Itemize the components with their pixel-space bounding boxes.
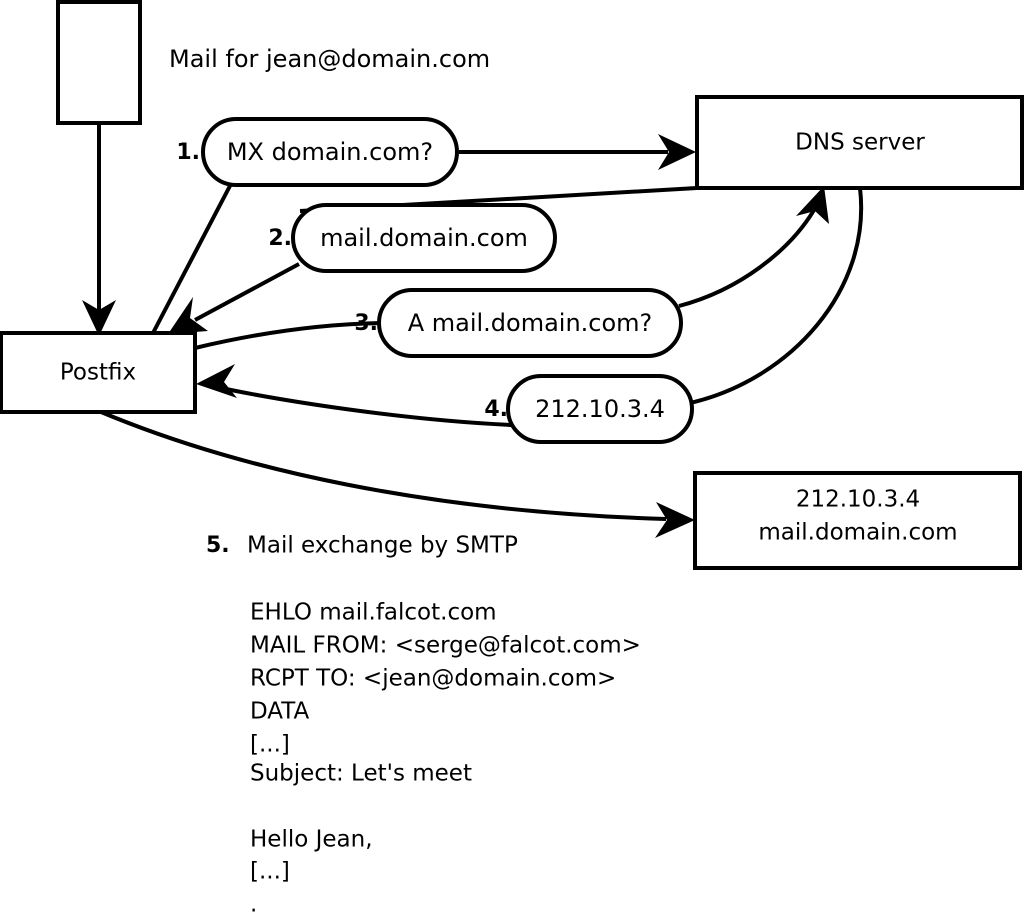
edge-step1-from-postfix [151, 181, 234, 334]
smtp-line: RCPT TO: <jean@domain.com> [250, 666, 616, 692]
step-number-1: 1. [176, 140, 200, 165]
smtp-line: EHLO mail.falcot.com [250, 600, 497, 626]
step-5-label: Mail exchange by SMTP [247, 533, 518, 559]
smtp-line: [...] [250, 732, 290, 758]
edge-client-to-postfix [82, 123, 116, 336]
mail-for-header: Mail for jean@domain.com [169, 45, 490, 73]
smtp-line: MAIL FROM: <serge@falcot.com> [250, 633, 641, 659]
step-number-2: 2. [268, 226, 292, 251]
node-mail-server-ip: 212.10.3.4 [796, 487, 920, 513]
node-postfix[interactable]: Postfix [0, 331, 197, 414]
step-bubble-3-label: A mail.domain.com? [408, 309, 653, 337]
edge-postfix-to-step3 [194, 321, 382, 350]
step-number-4: 4. [484, 397, 508, 422]
step-bubble-1-label: MX domain.com? [227, 138, 433, 166]
step-number-3: 3. [354, 311, 378, 336]
edge-step1-to-dns [459, 134, 696, 170]
step-bubble-4[interactable]: 212.10.3.4 [506, 374, 694, 444]
step-bubble-1[interactable]: MX domain.com? [201, 117, 459, 187]
edge-step2-to-postfix [168, 262, 300, 334]
node-dns-server[interactable]: DNS server [695, 95, 1024, 190]
step-bubble-2-label: mail.domain.com [320, 224, 528, 252]
smtp-line: Subject: Let's meet [250, 761, 472, 787]
edge-dns-to-step4 [689, 187, 864, 405]
smtp-line: DATA [250, 699, 310, 725]
node-client-box[interactable] [56, 0, 142, 125]
step-bubble-3[interactable]: A mail.domain.com? [377, 288, 683, 358]
edge-postfix-to-mailserver [100, 410, 695, 538]
smtp-line: . [250, 892, 257, 918]
node-mail-server-hostname: mail.domain.com [758, 520, 957, 546]
node-postfix-label: Postfix [60, 360, 136, 386]
node-dns-server-label: DNS server [795, 130, 925, 156]
edge-step3-to-dns [678, 186, 829, 308]
edge-step4-to-postfix [196, 364, 513, 427]
smtp-line: [...] [250, 859, 290, 885]
step-bubble-4-label: 212.10.3.4 [535, 395, 665, 423]
step-number-5: 5. [206, 533, 230, 558]
smtp-line: Hello Jean, [250, 827, 373, 853]
node-mail-server[interactable]: 212.10.3.4 mail.domain.com [693, 471, 1022, 570]
smtp-transcript: EHLO mail.falcot.com MAIL FROM: <serge@f… [250, 600, 641, 918]
step-bubble-2[interactable]: mail.domain.com [291, 203, 557, 273]
